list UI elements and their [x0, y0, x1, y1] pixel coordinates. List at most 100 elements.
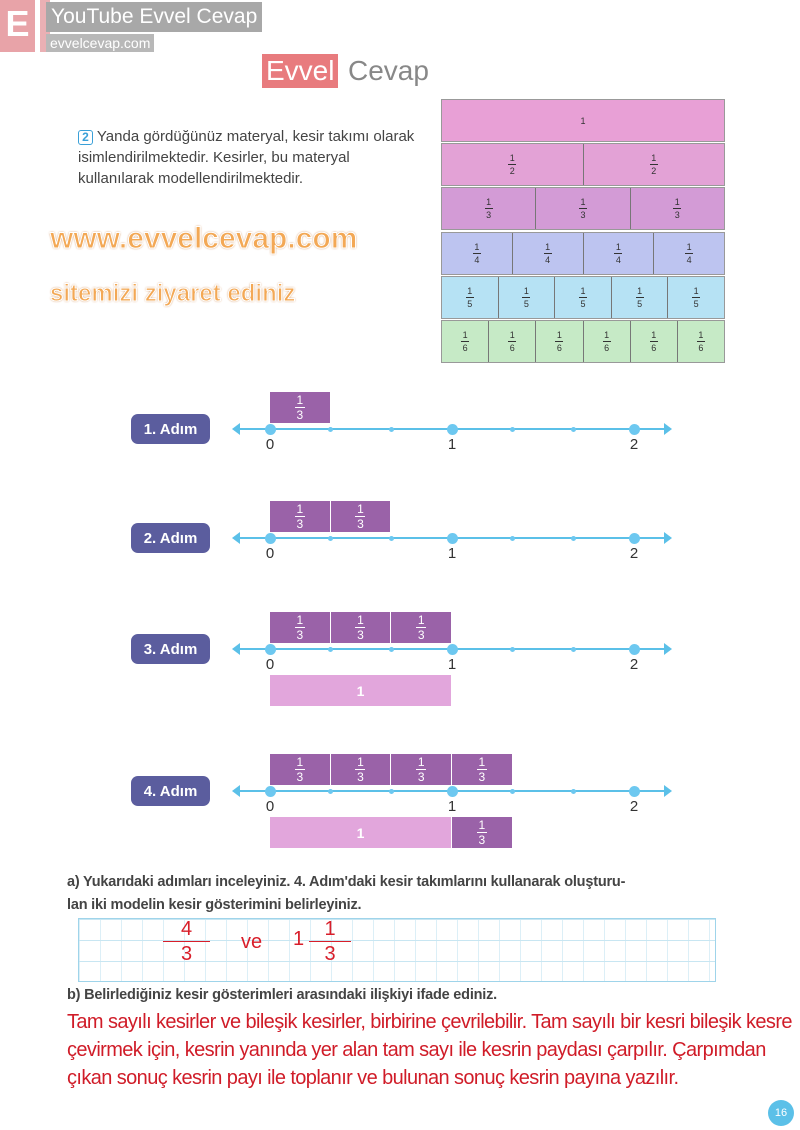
numerator: 1 [580, 197, 586, 207]
number-line-tick [328, 646, 334, 652]
number-line-point [446, 643, 458, 655]
number-line-point [264, 532, 276, 544]
fraction-bar [555, 341, 564, 342]
number-line-tick [570, 646, 576, 652]
numerator: 1 [417, 613, 425, 627]
denominator: 3 [296, 517, 304, 531]
numerator: 4 [180, 918, 193, 940]
whole-piece: 1 [270, 817, 452, 848]
numerator: 1 [674, 197, 680, 207]
number-line-point [446, 785, 458, 797]
number-line-label: 1 [447, 545, 457, 562]
number-line-label: 2 [629, 798, 639, 815]
fraction-wall-row: 1 [441, 99, 725, 142]
numerator: 1 [698, 330, 704, 340]
numerator: 1 [651, 153, 657, 163]
fraction-bar [294, 769, 305, 770]
number-line-tick [388, 646, 394, 652]
number-line-tick [510, 426, 516, 432]
question-intro: 2 Yanda gördüğünüz materyal, kesir takım… [78, 126, 418, 189]
numerator: 1 [357, 755, 364, 769]
number-line-tick [388, 788, 394, 794]
logo-bar [40, 0, 50, 52]
denominator: 3 [580, 210, 586, 220]
number-line-label: 0 [265, 545, 275, 562]
fraction-bar [508, 341, 517, 342]
denominator: 4 [615, 255, 621, 265]
denominator: 3 [296, 628, 304, 642]
denominator: 3 [486, 210, 492, 220]
number-line-label: 2 [629, 656, 639, 673]
denominator: 5 [580, 299, 586, 309]
fraction-bar [294, 407, 305, 408]
number-line-tick [510, 535, 516, 541]
watermark-visit: sitemizi ziyaret ediniz [49, 280, 296, 308]
numerator: 1 [357, 502, 364, 516]
denominator: 3 [357, 628, 364, 642]
numerator: 1 [686, 242, 692, 252]
numerator: 1 [324, 918, 336, 940]
whole-label: 1 [356, 682, 365, 699]
whole-label: 1 [356, 824, 365, 841]
answer-conjunction: ve [241, 931, 263, 953]
part-b-answer: Tam sayılı kesirler ve bileşik kesirler,… [67, 1011, 793, 1089]
number-line-tick [510, 788, 516, 794]
fraction-bar [461, 341, 470, 342]
denominator: 6 [509, 343, 515, 353]
fraction-bar [355, 769, 366, 770]
number-line-point [264, 423, 276, 435]
fraction-bar [476, 832, 487, 833]
fraction-bar [696, 341, 705, 342]
denominator: 3 [324, 943, 336, 965]
numerator: 1 [296, 502, 304, 516]
numerator: 1 [693, 286, 699, 296]
fraction-bar [578, 208, 587, 209]
channel-title: YouTube Evvel Cevap [46, 2, 263, 32]
footer-watermark: Evvel [262, 54, 339, 88]
denominator: 5 [467, 299, 473, 309]
numerator: 1 [580, 286, 586, 296]
numerator: 1 [296, 755, 304, 769]
number-line-label: 0 [265, 798, 275, 815]
denominator: 3 [478, 770, 486, 784]
denominator: 3 [296, 408, 304, 422]
denominator: 2 [651, 166, 657, 176]
step-badge: 1. Adım [131, 414, 210, 444]
numerator: 1 [545, 242, 551, 252]
denominator: 2 [509, 166, 515, 176]
fraction-bar [484, 208, 493, 209]
numerator: 1 [637, 286, 643, 296]
number-line-tick [328, 426, 334, 432]
numerator: 1 [296, 613, 304, 627]
number-line-label: 0 [265, 656, 275, 673]
step-badge: 4. Adım [131, 776, 210, 806]
denominator: 3 [417, 628, 425, 642]
